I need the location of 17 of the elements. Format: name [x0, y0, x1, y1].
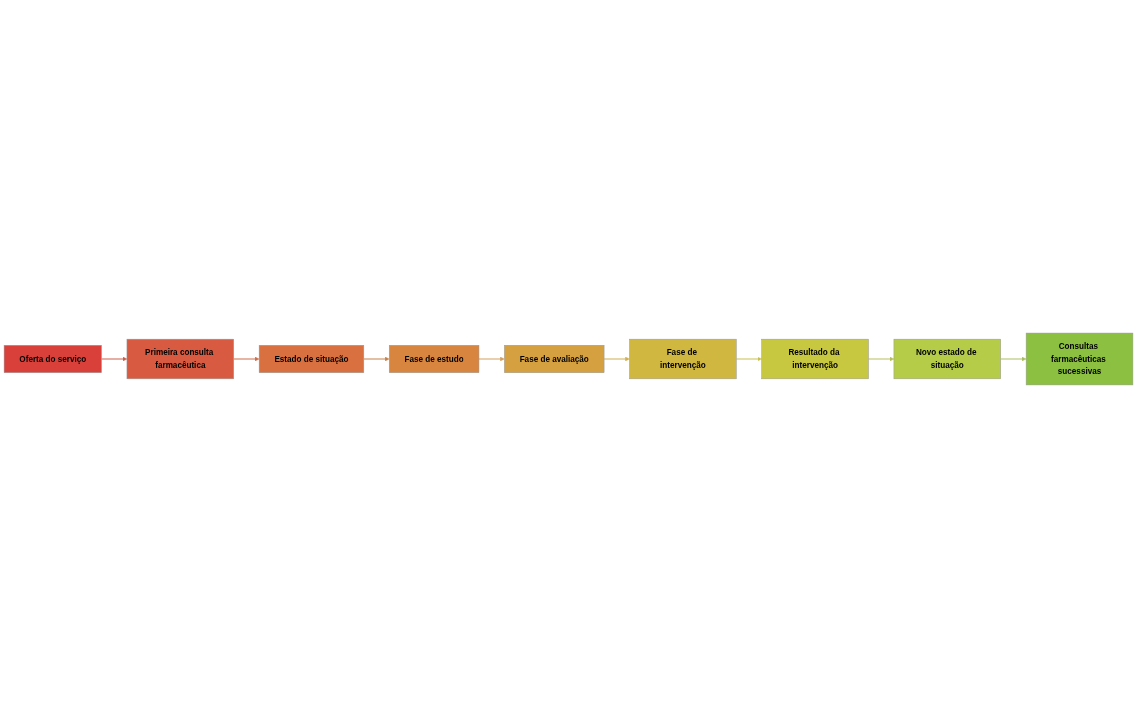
node-box: Fase de avaliação	[504, 345, 605, 373]
node-box: Consultas farmacêuticas sucessivas	[1025, 332, 1134, 386]
node-box: Fase de intervenção	[629, 338, 737, 380]
arrow	[603, 356, 630, 362]
node-box: Resultado da intervenção	[761, 338, 869, 380]
arrow	[478, 356, 505, 362]
node-box: Fase de estudo	[388, 345, 480, 373]
node-box: Novo estado de situação	[893, 338, 1001, 380]
arrow	[101, 356, 128, 362]
arrow	[363, 356, 390, 362]
arrow	[735, 356, 762, 362]
node-box: Primeira consulta farmacêutica	[126, 338, 234, 380]
node-box: Estado de situação	[258, 345, 365, 373]
arrow	[868, 356, 895, 362]
arrow	[1000, 356, 1027, 362]
arrow	[233, 356, 260, 362]
node-box: Oferta do serviço	[3, 345, 102, 373]
